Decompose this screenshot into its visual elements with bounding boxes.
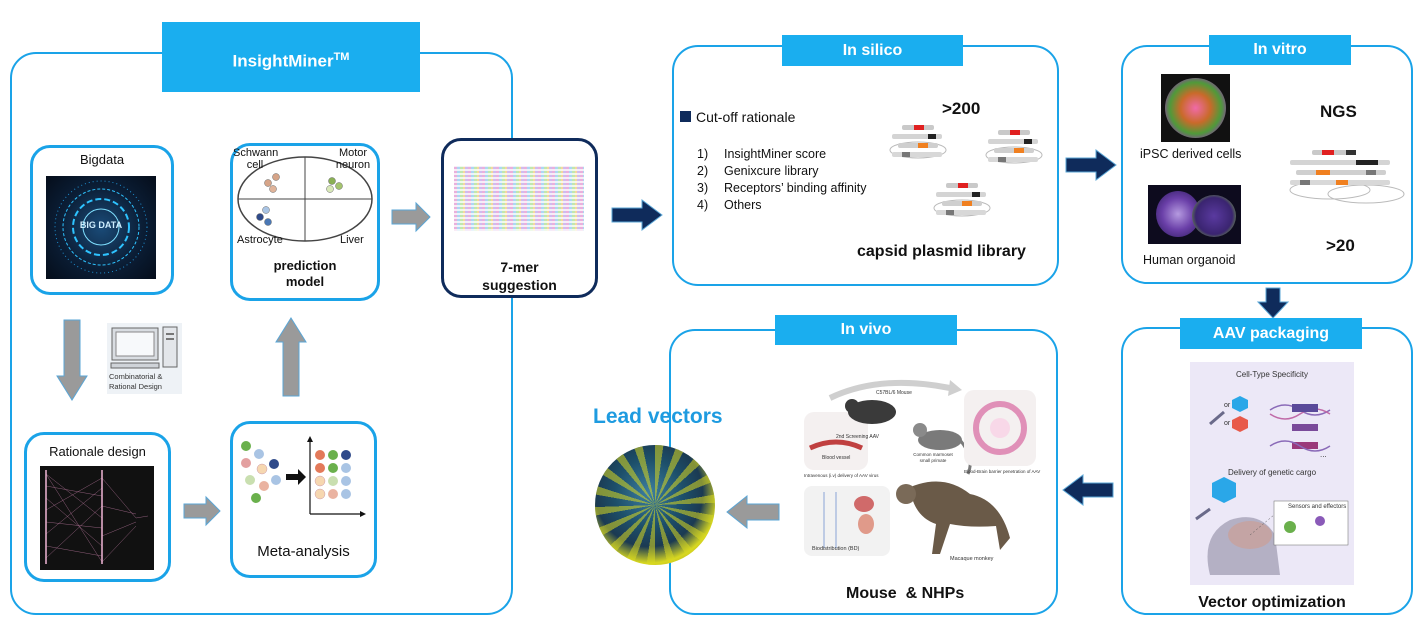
marmoset-text: Common marmoset small primate	[908, 452, 958, 464]
bigdata-image-text: BIG DATA	[79, 220, 123, 230]
ngs-label: NGS	[1320, 102, 1357, 121]
screening-aav-text: 2nd Screening AAV	[836, 434, 879, 440]
vitro-count: >20	[1326, 236, 1355, 255]
in-vivo-title: In vivo	[840, 321, 892, 338]
astrocyte-label: Astrocyte	[237, 234, 283, 246]
organoid-image	[1148, 185, 1241, 244]
ipsc-image	[1161, 74, 1230, 142]
insightminer-title: InsightMiner	[232, 51, 334, 71]
model-text: model	[285, 274, 325, 289]
lead-vectors-label: Lead vectors	[593, 405, 723, 428]
mer-suggestion-label: 7-mer suggestion	[441, 258, 598, 294]
schwann-label: Schwann cell	[233, 147, 279, 171]
cell-type-specificity-text: Cell-Type Specificity	[1235, 370, 1309, 379]
arrow-aav-to-vivo	[1062, 474, 1114, 506]
arrow-meta-to-prediction	[275, 317, 307, 397]
meta-analysis-label: Meta-analysis	[257, 543, 350, 560]
motor-neuron-label: Motor neuron	[331, 147, 375, 171]
suggestion-text: suggestion	[482, 277, 557, 293]
rationale-design-label: Rationale design	[49, 444, 146, 459]
in-silico-panel	[672, 45, 1059, 286]
arrow-vitro-to-aav	[1256, 287, 1290, 319]
arrow-prediction-to-mer	[391, 201, 431, 233]
silico-count: >200	[942, 99, 981, 118]
aav-illustration: Cell-Type Specificity or or ... Delivery…	[1190, 362, 1354, 585]
aav-packaging-banner: AAV packaging	[1180, 318, 1362, 349]
rationale-network-image	[40, 466, 154, 570]
mer-text: 7-mer	[500, 259, 539, 275]
criterion-3: 3)Receptors’ binding affinity	[697, 181, 867, 195]
macaque-text: Macaque monkey	[950, 556, 994, 562]
sequence-alignment-image	[454, 166, 584, 231]
mouse-strain-text: C57BL/6 Mouse	[876, 390, 912, 396]
neuron-text: neuron	[335, 159, 371, 171]
vector-optimization-label: Vector optimization	[1198, 594, 1346, 611]
cutoff-title: Cut-off rationale	[696, 109, 796, 125]
schwann-text: Schwann	[233, 147, 279, 159]
cutoff-bullet	[680, 111, 691, 122]
arrow-vivo-to-lead	[726, 494, 780, 530]
prediction-model-label: prediction model	[230, 258, 380, 290]
prediction-ellipse	[237, 156, 373, 242]
aav-packaging-title: AAV packaging	[1212, 325, 1330, 342]
liver-label: Liver	[340, 234, 364, 246]
biodistribution-text: Biodistribution (BD)	[812, 546, 860, 552]
arrow-silico-to-vitro	[1065, 149, 1117, 181]
ngs-plasmid-icon	[1289, 150, 1405, 204]
in-silico-title: In silico	[842, 42, 903, 59]
rational-design-text: Rational Design	[109, 382, 162, 391]
in-vitro-title: In vitro	[1253, 41, 1307, 58]
in-vitro-banner: In vitro	[1209, 35, 1351, 65]
criterion-2: 2)Genixcure library	[697, 164, 819, 178]
insightminer-banner: InsightMinerTM	[162, 22, 420, 92]
marmoset-line2: small primate	[919, 458, 947, 463]
bigdata-image: BIG DATA	[46, 176, 156, 279]
criteria-list: 1)InsightMiner score 2)Genixcure library…	[697, 146, 897, 214]
in-vivo-illustration: C57BL/6 Mouse 2nd Screening AAV Blood ve…	[800, 378, 1040, 568]
blood-vessel-text: Blood vessel	[822, 455, 851, 461]
or-text-1: or	[1224, 402, 1231, 409]
mouse-nhps-label: Mouse & NHPs	[846, 585, 965, 602]
combinatorial-text: Combinatorial &	[109, 372, 163, 381]
prediction-text: prediction	[273, 258, 337, 273]
sensors-effectors-text: Sensors and effectors	[1288, 504, 1347, 510]
ipsc-label: iPSC derived cells	[1140, 147, 1242, 161]
bigdata-label: Bigdata	[79, 152, 125, 167]
or-text-2: or	[1224, 420, 1231, 427]
trademark-sup: TM	[333, 51, 350, 63]
in-vivo-banner: In vivo	[775, 315, 957, 345]
criterion-1: 1)InsightMiner score	[697, 147, 827, 161]
bbb-text: Blood-Brain barrier penetration of AAV	[964, 469, 1041, 474]
meta-analysis-illustration	[241, 436, 366, 517]
delivery-genetic-cargo-text: Delivery of genetic cargo	[1227, 468, 1317, 477]
plasmid-library-icon	[889, 125, 1043, 217]
arrow-insightminer-to-silico	[611, 199, 663, 231]
in-silico-banner: In silico	[782, 35, 963, 66]
arrow-rationale-to-meta	[183, 495, 221, 527]
arrow-bigdata-to-rationale	[56, 319, 88, 401]
criterion-4: 4)Others	[697, 198, 762, 212]
ellipsis-text: ...	[1320, 450, 1327, 459]
aav-capsid-image	[595, 445, 715, 565]
cell-text: cell	[246, 159, 264, 171]
computer-icon: Combinatorial & Rational Design	[107, 323, 182, 394]
computer-label: Combinatorial & Rational Design	[109, 372, 162, 392]
in-vivo-panel	[669, 329, 1058, 615]
organoid-label: Human organoid	[1143, 253, 1236, 267]
motor-text: Motor	[338, 147, 368, 159]
marmoset-line1: Common marmoset	[913, 452, 953, 457]
capsid-library-label: capsid plasmid library	[857, 243, 1026, 260]
iv-delivery-text: Intravenous (i.v) delivery of AAV virus	[804, 473, 879, 478]
